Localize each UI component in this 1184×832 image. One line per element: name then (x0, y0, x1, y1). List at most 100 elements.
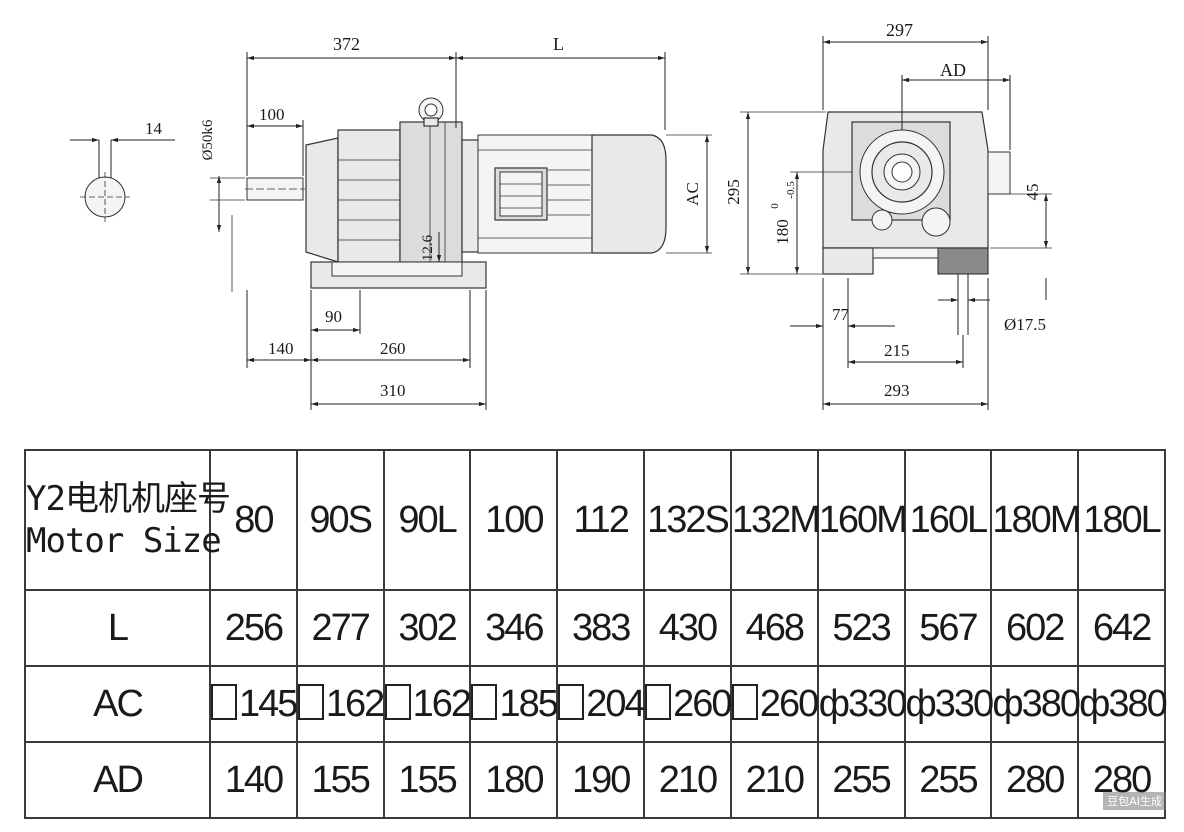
watermark: 豆包AI生成 (1103, 792, 1166, 810)
value-cell: 468 (729, 589, 819, 667)
value-cell: ф330 (816, 665, 907, 743)
dim-77: 77 (832, 305, 850, 324)
size-cell: 90S (295, 449, 385, 591)
motor-size-table: Y2电机机座号 Motor Size 80 90S 90L 100 112 13… (24, 449, 1168, 819)
value-cell: 140 (209, 741, 298, 819)
square-icon (384, 683, 411, 720)
size-cell: 180M (990, 449, 1081, 591)
phi-symbol: ф (818, 682, 850, 725)
phi-symbol: ф (992, 682, 1023, 725)
dim-295: 295 (724, 179, 743, 205)
value-cell: 204 (556, 665, 646, 743)
dim-180: 180 (773, 219, 792, 245)
ac-value: 204 (586, 682, 645, 725)
row-label: AD (24, 741, 211, 819)
value-cell: 277 (295, 589, 385, 667)
value-cell: 523 (816, 589, 906, 667)
size-cell: 132S (643, 449, 732, 591)
value-cell: 567 (903, 589, 993, 667)
header-cn: Y2电机机座号 (26, 479, 231, 519)
dim-bolt-hole: Ø17.5 (1004, 315, 1046, 334)
dim-45: 45 (1023, 184, 1042, 201)
ac-value: 380 (1108, 682, 1167, 725)
value-cell: 346 (469, 589, 559, 667)
shaft-key-section: 14 (70, 119, 175, 222)
value-cell: 210 (729, 741, 819, 819)
square-icon (558, 683, 585, 720)
dim-215: 215 (884, 341, 910, 360)
value-cell: ф380 (990, 665, 1081, 743)
value-cell: 256 (209, 589, 298, 667)
value-cell: 255 (816, 741, 906, 819)
value-cell: 155 (295, 741, 385, 819)
dim-297: 297 (886, 20, 913, 40)
size-cell: 180L (1077, 449, 1166, 591)
row-label: L (24, 589, 211, 667)
size-cell: 132M (729, 449, 821, 591)
dim-140: 140 (268, 339, 294, 358)
value-cell: ф330 (903, 665, 994, 743)
value-cell: 602 (990, 589, 1080, 667)
dim-shaft-dia: Ø50k6 (200, 119, 216, 160)
dim-key-width: 14 (145, 119, 163, 138)
value-cell: 162 (382, 665, 472, 743)
size-cell: 90L (382, 449, 472, 591)
value-cell: ф380 (1077, 665, 1168, 743)
dim-180-upper-tol: 0 (769, 203, 781, 209)
dim-100: 100 (259, 105, 285, 124)
square-icon (297, 683, 324, 720)
value-cell: 185 (469, 665, 559, 743)
value-cell: 155 (382, 741, 472, 819)
end-view: 297 AD 295 180 0 -0.5 45 Ø17.5 7 (724, 20, 1052, 410)
ac-value: 330 (847, 682, 907, 725)
size-cell: 100 (469, 449, 559, 591)
size-cell: 112 (556, 449, 646, 591)
value-cell: 642 (1077, 589, 1166, 667)
value-cell: 210 (643, 741, 732, 819)
ac-value: 162 (412, 682, 472, 725)
size-cell: 160M (816, 449, 908, 591)
table-row-L: L 256 277 302 346 383 430 468 523 567 60… (24, 589, 1166, 667)
value-cell: 280 (990, 741, 1080, 819)
row-label: AC (24, 665, 211, 743)
ac-value: 145 (239, 682, 298, 725)
dim-180-lower-tol: -0.5 (785, 181, 797, 199)
dim-12-6: 12.6 (420, 234, 436, 261)
dim-260: 260 (380, 339, 406, 358)
value-cell: 255 (903, 741, 993, 819)
square-icon (645, 683, 672, 720)
ac-value: 260 (759, 682, 819, 725)
table-row-AD: AD 140 155 155 180 190 210 210 255 255 2… (24, 741, 1166, 819)
value-cell: 162 (295, 665, 385, 743)
phi-symbol: ф (905, 682, 937, 725)
dim-AC: AC (683, 182, 702, 206)
value-cell: 430 (643, 589, 732, 667)
size-cell: 160L (903, 449, 993, 591)
dim-310: 310 (380, 381, 406, 400)
ac-value: 185 (499, 682, 558, 725)
value-cell: 260 (729, 665, 819, 743)
value-cell: 190 (556, 741, 646, 819)
header-motor-size: Y2电机机座号 Motor Size (24, 449, 231, 591)
ac-value: 330 (934, 682, 994, 725)
ac-value: 380 (1021, 682, 1081, 725)
dim-293: 293 (884, 381, 910, 400)
value-cell: 260 (643, 665, 732, 743)
square-icon (731, 683, 758, 720)
value-cell: 145 (209, 665, 298, 743)
dim-372: 372 (333, 34, 360, 54)
ac-value: 162 (325, 682, 385, 725)
technical-drawing: 14 (70, 20, 1052, 410)
value-cell: 383 (556, 589, 646, 667)
square-icon (471, 683, 498, 720)
square-icon (211, 683, 237, 720)
dim-90: 90 (325, 307, 342, 326)
ac-value: 260 (673, 682, 732, 725)
phi-symbol: ф (1079, 682, 1110, 725)
dim-L: L (553, 34, 564, 54)
table-header-row: Y2电机机座号 Motor Size 80 90S 90L 100 112 13… (24, 449, 1166, 591)
value-cell: 180 (469, 741, 559, 819)
value-cell: 302 (382, 589, 472, 667)
side-view: 372 L 100 Ø50k6 AC 12.6 90 140 260 3 (200, 34, 712, 410)
